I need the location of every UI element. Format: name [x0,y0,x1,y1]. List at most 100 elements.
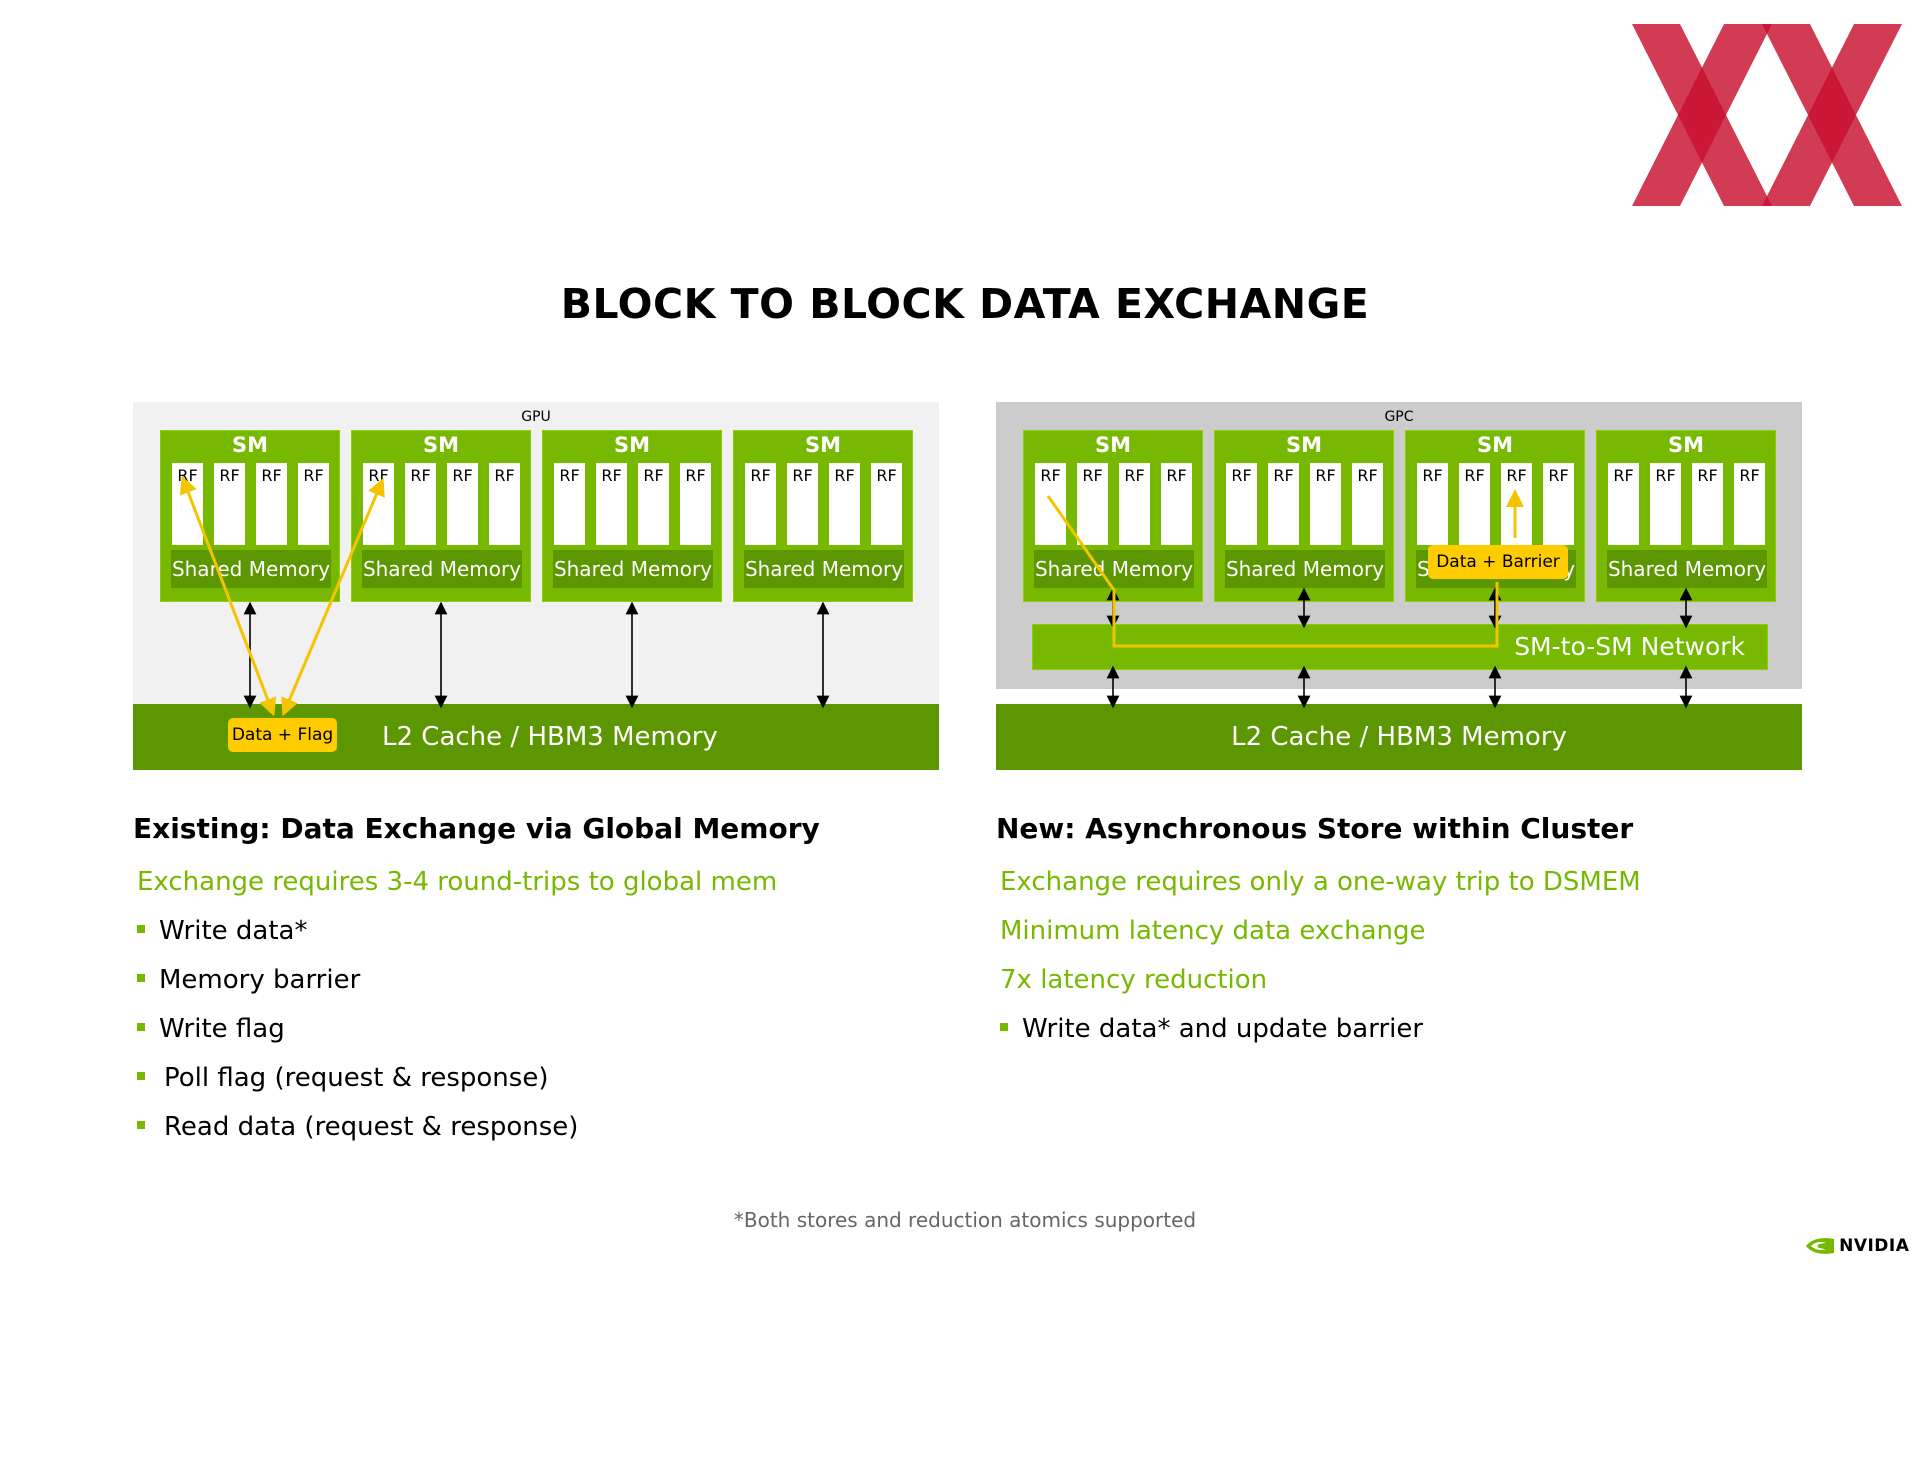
rf-label: RF [834,466,855,485]
green-line: Exchange requires only a one-way trip to… [1000,867,1641,897]
data-barrier-badge: Data + Barrier [1428,545,1568,579]
register-file: RF [1459,463,1490,545]
nvidia-eye-icon [1806,1237,1834,1254]
shared-memory: Shared Memory [744,550,904,588]
sm-label: SM [1285,433,1323,457]
register-file: RF [1608,463,1639,545]
new-list: Exchange requires only a one-way trip to… [1000,862,1641,1058]
register-file: RF [1077,463,1108,545]
sm-label: SM [1667,433,1705,457]
rf-label: RF [643,466,664,485]
rf-label: RF [410,466,431,485]
shared-memory: Shared Memory [362,550,522,588]
bullet-icon [1000,1022,1008,1031]
bullet-icon [137,973,145,982]
register-file: RF [1650,463,1681,545]
list-item: Write flag [137,1009,777,1058]
register-file: RF [1543,463,1574,545]
green-line: Minimum latency data exchange [1000,916,1426,946]
register-file: RF [256,463,287,545]
sm-label: SM [613,433,651,457]
list-item: Read data (request & response) [137,1107,777,1156]
register-file: RF [829,463,860,545]
rf-label: RF [1040,466,1061,485]
rf-label: RF [303,466,324,485]
register-file: RF [363,463,394,545]
register-file: RF [1734,463,1765,545]
register-file: RF [1119,463,1150,545]
existing-list: Exchange requires 3-4 round-trips to glo… [137,862,777,1156]
bullet-icon [137,924,145,933]
rf-label: RF [1613,466,1634,485]
register-file: RF [745,463,776,545]
shared-memory: Shared Memory [1225,550,1385,588]
rf-label: RF [1315,466,1336,485]
l2-cache-label: L2 Cache / HBM3 Memory [382,722,718,752]
register-file: RF [680,463,711,545]
sm-label: SM [1094,433,1132,457]
sm-block: SM RF RF RF RF Shared Memory [542,430,722,602]
nvidia-wordmark: NVIDIA [1839,1235,1910,1256]
footnote: *Both stores and reduction atomics suppo… [733,1208,1197,1232]
register-file: RF [596,463,627,545]
rf-label: RF [1464,466,1485,485]
register-file: RF [214,463,245,545]
rf-label: RF [1357,466,1378,485]
register-file: RF [447,463,478,545]
rf-label: RF [792,466,813,485]
sm-block: SM RF RF RF RF Shared Memory [733,430,913,602]
shared-memory: Shared Memory [553,550,713,588]
rf-label: RF [1422,466,1443,485]
sm-to-sm-network-label: SM-to-SM Network [1514,632,1745,661]
sm-label: SM [804,433,842,457]
rf-label: RF [494,466,515,485]
rf-label: RF [1166,466,1187,485]
rf-label: RF [601,466,622,485]
bullet-icon [137,1071,145,1080]
rf-label: RF [452,466,473,485]
register-file: RF [1501,463,1532,545]
rf-label: RF [1697,466,1718,485]
rf-label: RF [177,466,198,485]
site-logo-icon [1632,24,1902,206]
data-flag-badge: Data + Flag [228,718,337,752]
rf-label: RF [368,466,389,485]
nvidia-logo: NVIDIA [1806,1235,1909,1257]
existing-subtitle: Exchange requires 3-4 round-trips to glo… [137,867,778,897]
existing-heading: Existing: Data Exchange via Global Memor… [133,812,820,845]
register-file: RF [1035,463,1066,545]
rf-label: RF [685,466,706,485]
rf-label: RF [1548,466,1569,485]
sm-label: SM [422,433,460,457]
new-heading: New: Asynchronous Store within Cluster [996,812,1634,845]
register-file: RF [1268,463,1299,545]
shared-memory: Shared Memory [1607,550,1767,588]
shared-memory: Shared Memory [171,550,331,588]
register-file: RF [172,463,203,545]
register-file: RF [1352,463,1383,545]
rf-label: RF [1506,466,1527,485]
register-file: RF [405,463,436,545]
sm-to-sm-network: SM-to-SM Network [1032,624,1768,670]
rf-label: RF [559,466,580,485]
shared-memory: Shared Memory [1034,550,1194,588]
list-item: Write data* and update barrier [1000,1009,1641,1058]
gpu-label: GPU [521,409,551,425]
register-file: RF [1692,463,1723,545]
bullet-icon [137,1022,145,1031]
gpc-label: GPC [1384,409,1414,425]
list-item: Memory barrier [137,960,777,1009]
sm-label: SM [1476,433,1514,457]
page-title: BLOCK TO BLOCK DATA EXCHANGE [560,280,1370,328]
rf-label: RF [1655,466,1676,485]
sm-block: SM RF RF RF RF Shared Memory [351,430,531,602]
l2-cache-label: L2 Cache / HBM3 Memory [1231,722,1567,752]
register-file: RF [1226,463,1257,545]
register-file: RF [298,463,329,545]
register-file: RF [871,463,902,545]
